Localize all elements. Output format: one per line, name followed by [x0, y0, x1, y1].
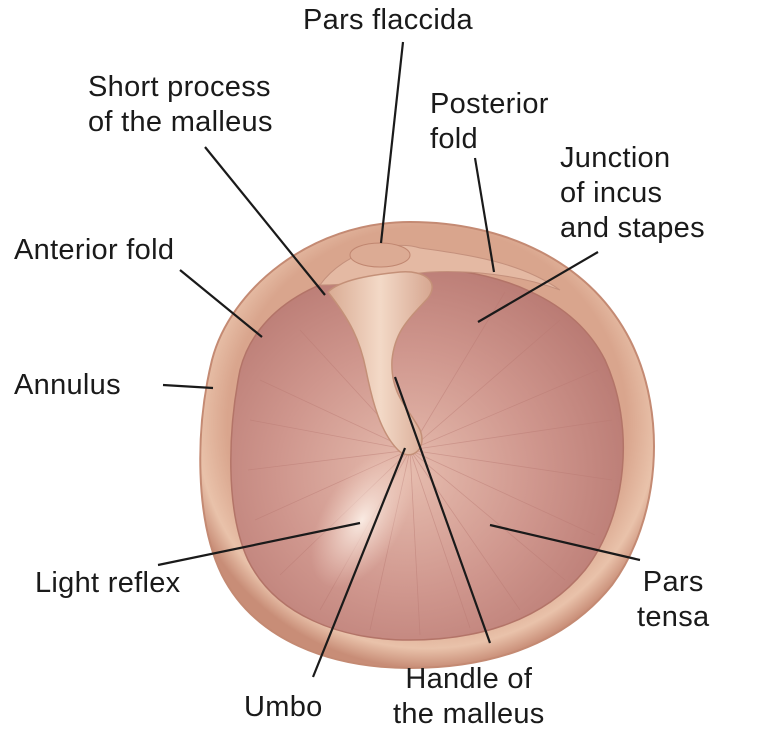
label-light-reflex: Light reflex	[35, 566, 180, 601]
label-umbo: Umbo	[244, 690, 323, 725]
leader-pars-flaccida	[381, 42, 403, 243]
label-anterior-fold: Anterior fold	[14, 233, 174, 268]
label-annulus: Annulus	[14, 368, 121, 403]
label-pars-tensa: Pars tensa	[637, 565, 709, 635]
leader-short-process	[205, 147, 325, 295]
label-handle-of-malleus: Handle of the malleus	[393, 662, 545, 732]
label-pars-flaccida: Pars flaccida	[303, 3, 473, 38]
pars-tensa-membrane	[231, 268, 624, 640]
pars-flaccida-pocket	[350, 243, 410, 267]
label-short-process: Short process of the malleus	[88, 70, 273, 140]
leader-annulus	[163, 385, 213, 388]
label-junction: Junction of incus and stapes	[560, 141, 705, 246]
label-posterior-fold: Posterior fold	[430, 87, 549, 157]
